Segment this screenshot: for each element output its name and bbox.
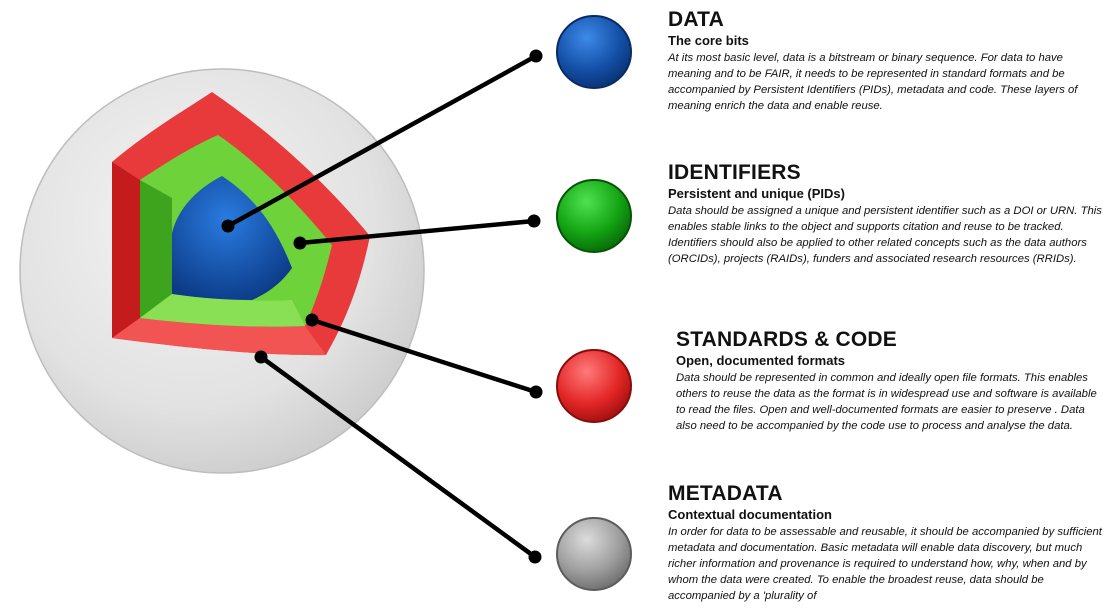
section-subtitle: Open, documented formats — [676, 353, 846, 368]
section-subtitle: Persistent and unique (PIDs) — [668, 186, 845, 201]
standards-connector — [309, 317, 539, 395]
metadata-connector — [258, 354, 538, 560]
section-body: At its most basic level, data is a bitst… — [668, 52, 1078, 112]
connector-dots — [221, 49, 543, 564]
section-subtitle: The core bits — [668, 33, 749, 48]
identifiers-connector — [297, 218, 537, 246]
metadata-key-circle — [556, 517, 632, 591]
standards-key-circle — [556, 349, 632, 423]
identifiers-key-circle — [556, 179, 632, 253]
data-section: DATA The core bits At its most basic lev… — [668, 8, 1104, 114]
section-body: Data should be represented in common and… — [676, 372, 1097, 432]
section-title: DATA — [668, 8, 725, 31]
connector-lines — [225, 53, 539, 560]
section-title: IDENTIFIERS — [668, 161, 801, 184]
data-connector — [225, 53, 539, 229]
section-body: In order for data to be assessable and r… — [668, 526, 1102, 602]
data-layer-core — [172, 176, 292, 300]
section-body: Data should be assigned a unique and per… — [668, 205, 1102, 265]
metadata-section: METADATA Contextual documentation In ord… — [668, 482, 1104, 604]
identifiers-section: IDENTIFIERS Persistent and unique (PIDs)… — [668, 161, 1104, 267]
section-subtitle: Contextual documentation — [668, 507, 832, 522]
standards-section: STANDARDS & CODE Open, documented format… — [676, 328, 1104, 434]
data-key-circle — [556, 15, 632, 89]
section-title: STANDARDS & CODE — [676, 328, 897, 351]
section-title: METADATA — [668, 482, 783, 505]
